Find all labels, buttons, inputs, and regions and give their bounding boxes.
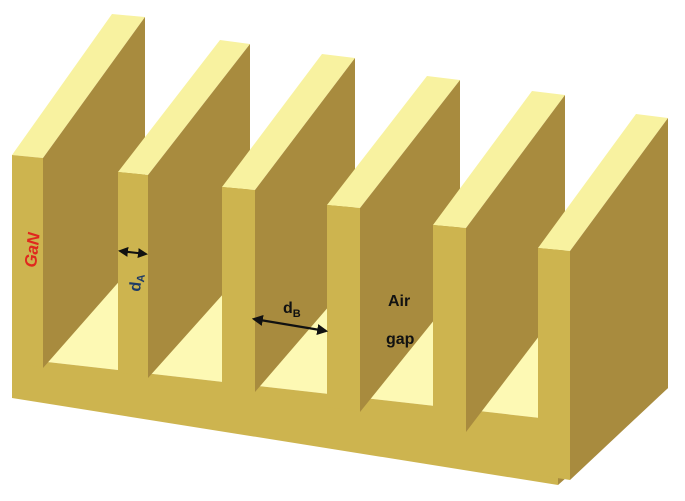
material-label: GaN (21, 231, 44, 268)
width-b-label: dB (283, 300, 301, 320)
fin-3 (222, 54, 355, 392)
air-gap-label-line1: Air (388, 293, 410, 310)
base-front-face (12, 358, 558, 485)
fin-5 (433, 91, 565, 432)
width-b-arrow-icon (251, 315, 329, 335)
width-a-label: dA (127, 273, 148, 293)
fin-6 (538, 114, 668, 480)
fin-2 (118, 40, 250, 378)
fin-4 (327, 76, 460, 412)
width-a-arrow-icon (118, 246, 148, 259)
air-gap-label-line2: gap (386, 331, 415, 348)
